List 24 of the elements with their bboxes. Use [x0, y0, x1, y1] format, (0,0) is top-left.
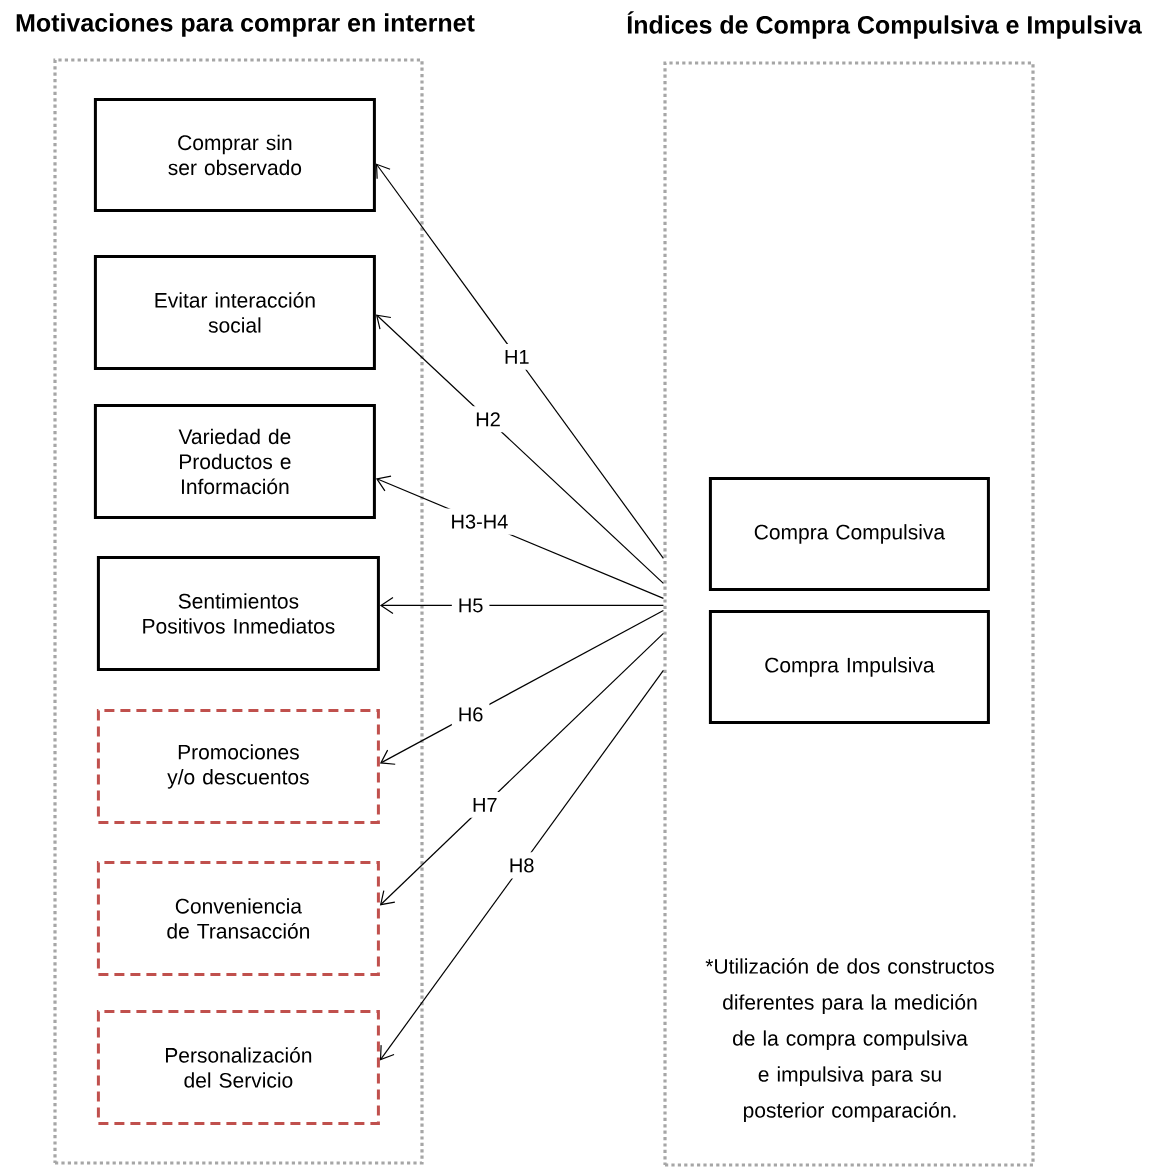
note: *Utilización de dos constructos diferentes para la medición de la compra compulsiva e impulsiva para su posterior comparación.: [705, 958, 994, 1122]
arrow: [375, 163, 664, 559]
edge-label: H7: [466, 791, 504, 818]
arrow: [375, 314, 664, 584]
box: Personalización del Servicio: [96, 1009, 380, 1125]
edge-label: H5: [451, 592, 490, 619]
box: Sentimientos Positivos Inmediatos: [96, 555, 380, 671]
box: Conveniencia de Transacción: [96, 860, 380, 976]
edge-label: H8: [502, 852, 541, 879]
box: Compra Compulsiva: [708, 476, 990, 591]
arrow: [379, 632, 664, 906]
box: Comprar sin ser observado: [93, 97, 376, 212]
arrow: [379, 669, 664, 1061]
arrow: [379, 609, 664, 765]
heading: Motivaciones para comprar en internet: [16, 13, 475, 37]
box: Variedad de Productos e Información: [93, 403, 376, 519]
box: Evitar interacción social: [93, 254, 376, 370]
edge-label: H3-H4: [444, 508, 515, 535]
edge-label: H2: [469, 406, 507, 433]
box: Promociones y/o descuentos: [96, 708, 380, 824]
edge-label: H6: [451, 701, 490, 728]
box: Compra Impulsiva: [708, 609, 990, 724]
edge-label: H1: [498, 344, 536, 370]
heading: Índices de Compra Compulsiva e Impulsiva: [627, 11, 1142, 39]
